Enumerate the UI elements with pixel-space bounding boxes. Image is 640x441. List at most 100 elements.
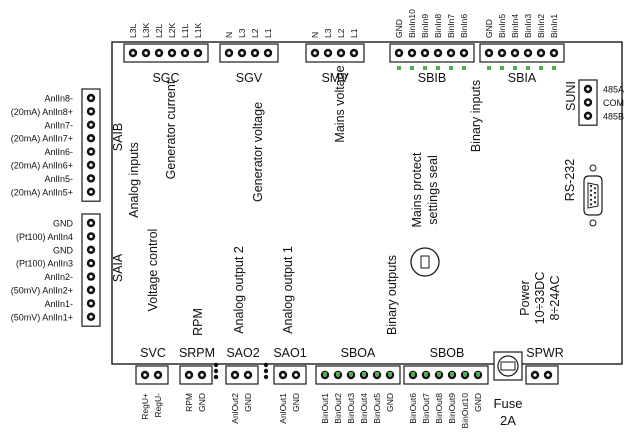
title-analog-inputs: Analog inputs xyxy=(127,142,141,218)
fuse-line2: 2A xyxy=(500,413,516,428)
seal-title-line2: settings seal xyxy=(426,155,440,224)
connector-sbob-body xyxy=(403,365,489,385)
led-sbob xyxy=(411,372,415,376)
led-sbia xyxy=(487,66,491,70)
connector-label-sao1: SAO1 xyxy=(273,346,306,360)
connector-svc-screw-hole xyxy=(156,373,160,377)
connector-sbib-screw-hole xyxy=(397,51,401,55)
rs232-pin xyxy=(589,194,593,197)
rs232-label: RS-232 xyxy=(563,159,577,201)
pin-label-gnd: GND xyxy=(385,393,395,412)
pin-label-anlin7-: AnlIn7- xyxy=(44,120,73,130)
pin-label-gnd: GND xyxy=(291,393,301,412)
pin-label-binin9: BinIn9 xyxy=(420,14,430,38)
connector-sgv-screw-hole xyxy=(266,51,270,55)
pin-label-gnd: GND xyxy=(53,245,74,255)
connector-label-svc: SVC xyxy=(140,346,166,360)
connector-saia-body xyxy=(81,213,101,327)
connector-label-saib: SAIB xyxy=(111,123,125,152)
pin-label-binout9: BinOut9 xyxy=(447,393,457,424)
pin-label-binout3: BinOut3 xyxy=(346,393,356,424)
rs232-pin xyxy=(593,196,597,199)
pin-label-anlin8-: AnlIn8- xyxy=(44,94,73,104)
connector-label-sboa: SBOA xyxy=(341,346,376,360)
title-smv: Mains voltage xyxy=(333,65,347,142)
pin-label-anlin2-: AnlIn2- xyxy=(44,272,73,282)
connector-spwr-screw-hole xyxy=(533,373,537,377)
connector-label-smv: SMV xyxy=(321,71,349,85)
connector-suni-screw-hole xyxy=(586,87,590,91)
pin-label-n: N xyxy=(310,32,320,38)
seal-title-line1: Mains protect xyxy=(410,152,424,228)
title-sgc: Generator current xyxy=(164,80,178,179)
led-sbob xyxy=(450,372,454,376)
board-outline xyxy=(111,41,623,365)
connector-sbib-screw-hole xyxy=(423,51,427,55)
connector-srpm-screw-hole xyxy=(187,373,191,377)
pin-label-binin6: BinIn6 xyxy=(459,14,469,38)
pin-label-l3: L3 xyxy=(237,28,247,38)
led-sboa xyxy=(349,372,353,376)
connector-smv-screw-hole xyxy=(352,51,356,55)
connector-label-suni: SUNI xyxy=(564,81,578,111)
pin-label-binout1: BinOut1 xyxy=(320,393,330,424)
pin-label-binout5: BinOut5 xyxy=(372,393,382,424)
led-sbia xyxy=(500,66,504,70)
rs232-pin xyxy=(589,184,593,188)
connector-sbia-body xyxy=(479,43,565,63)
connector-sboa-body xyxy=(315,365,401,385)
connector-sgv-screw-hole xyxy=(253,51,257,55)
connector-saib-screw-hole xyxy=(89,190,93,194)
connector-smv-screw-hole xyxy=(339,51,343,55)
pin-label-binout6: BinOut6 xyxy=(408,393,418,424)
jumper-pin xyxy=(213,368,219,374)
rs232-pin xyxy=(589,203,593,206)
rs232-pin xyxy=(589,189,593,192)
jumper-pin xyxy=(213,362,219,368)
pin-label-gnd: GND xyxy=(484,19,494,38)
led-sboa xyxy=(323,372,327,376)
title-svc: Voltage control xyxy=(146,229,160,312)
connector-sgv-screw-hole xyxy=(240,51,244,55)
connector-saib-screw-hole xyxy=(89,109,93,113)
power-line1: Power xyxy=(518,280,532,315)
pin-label-regu-: RegU+ xyxy=(140,393,150,420)
connector-spwr-body xyxy=(525,365,559,385)
led-sbob xyxy=(476,372,480,376)
power-line2: 10÷33DC xyxy=(533,272,547,325)
led-sbib xyxy=(449,66,453,70)
jumper-pin xyxy=(263,374,269,380)
rs232-connector-outer xyxy=(583,175,603,216)
led-sboa xyxy=(375,372,379,376)
pin-label--pt100-anlin3: (Pt100) AnlIn3 xyxy=(16,259,73,269)
connector-sao1-screw-hole xyxy=(294,373,298,377)
led-sbia xyxy=(552,66,556,70)
fuse-slot xyxy=(500,361,516,371)
connector-suni-screw-hole xyxy=(586,100,590,104)
pin-label-l3: L3 xyxy=(323,28,333,38)
pin-label-binout2: BinOut2 xyxy=(333,393,343,424)
led-sbib xyxy=(397,66,401,70)
connector-saib-body xyxy=(81,88,101,202)
connector-saia-screw-hole xyxy=(89,261,93,265)
connector-sao1-body xyxy=(273,365,307,385)
pin-label-485a: 485A xyxy=(603,85,624,95)
connector-saib-screw-hole xyxy=(89,150,93,154)
pin-label--20ma-anlin6-: (20mA) AnlIn6+ xyxy=(11,161,73,171)
pin-label-gnd: GND xyxy=(53,219,74,229)
pin-label-binin3: BinIn3 xyxy=(523,14,533,38)
rs232-pin xyxy=(593,187,597,190)
connector-sgc-screw-hole xyxy=(170,51,174,55)
jumper-pin xyxy=(263,362,269,368)
pin-label-binin5: BinIn5 xyxy=(497,14,507,38)
title-sao2: Analog output 2 xyxy=(232,246,246,334)
pin-label-n: N xyxy=(224,32,234,38)
connector-sgc-screw-hole xyxy=(144,51,148,55)
connector-sao2-screw-hole xyxy=(246,373,250,377)
connector-saia-screw-hole xyxy=(89,288,93,292)
fuse-holder xyxy=(493,351,523,381)
connector-smv-body xyxy=(305,43,365,63)
fuse-line1: Fuse xyxy=(494,396,523,411)
pin-label--pt100-anlin4: (Pt100) AnlIn4 xyxy=(16,232,73,242)
